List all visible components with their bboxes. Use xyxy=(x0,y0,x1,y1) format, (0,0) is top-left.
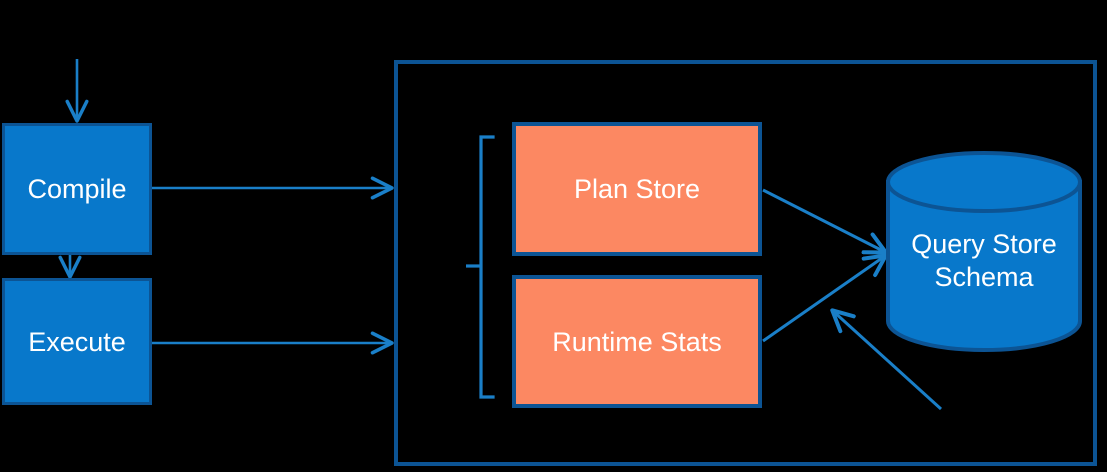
node-compile-label: Compile xyxy=(27,174,127,204)
query-store-schema-cylinder xyxy=(886,151,1082,352)
node-plan-store-label: Plan Store xyxy=(573,174,701,204)
node-plan-store[interactable]: Plan Store xyxy=(512,122,762,256)
edge-plan-store-to-schema xyxy=(762,188,888,255)
node-runtime-stats[interactable]: Runtime Stats xyxy=(512,275,762,408)
node-runtime-stats-label: Runtime Stats xyxy=(552,326,722,357)
node-execute-label: Execute xyxy=(28,326,126,357)
edge-runtime-stats-to-schema xyxy=(762,253,888,343)
edge-external-to-schema xyxy=(830,308,943,411)
query-store-container-frame xyxy=(394,60,1097,466)
node-execute[interactable]: Execute xyxy=(2,278,152,405)
grouping-bracket xyxy=(466,135,495,399)
node-compile[interactable]: Compile xyxy=(2,123,152,255)
node-query-store-schema-label: Query Store Schema xyxy=(911,229,1057,292)
